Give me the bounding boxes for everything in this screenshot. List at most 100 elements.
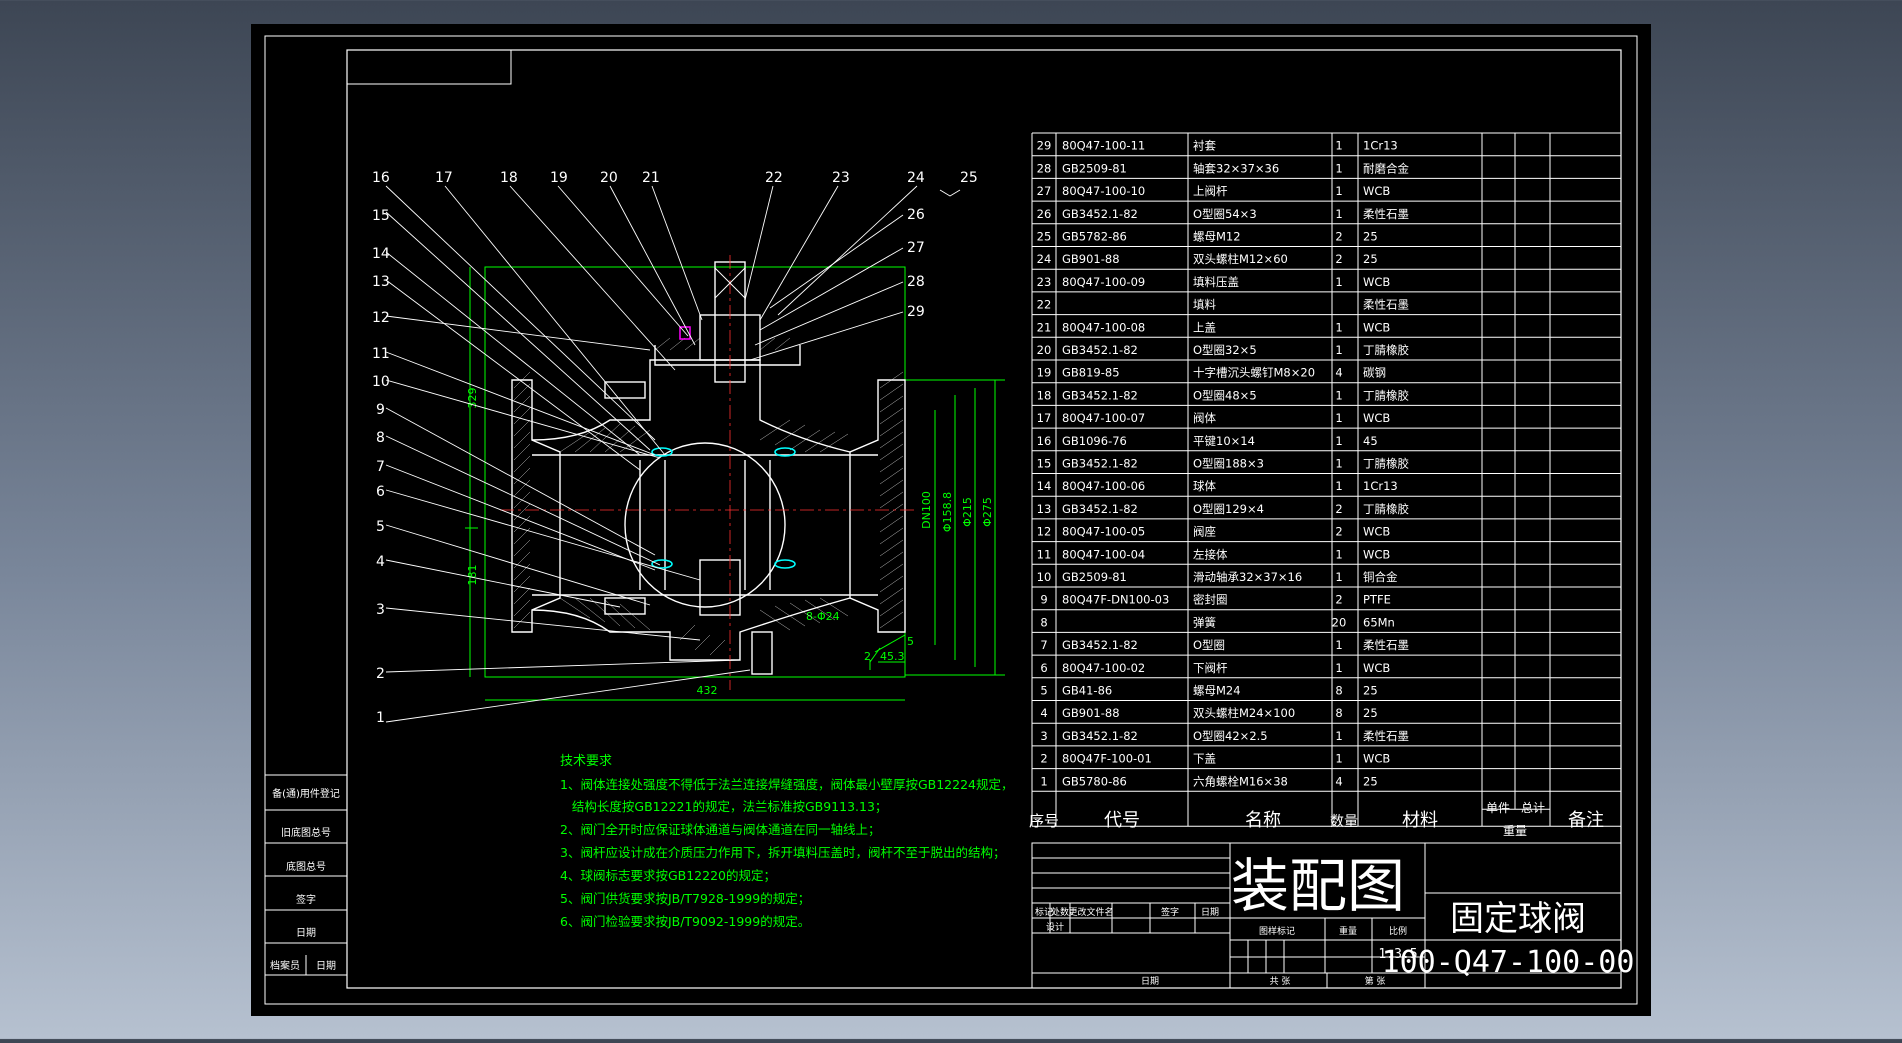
part-qty: 1 [1335,139,1342,153]
part-code: GB1096-76 [1062,434,1127,448]
balloon-1: 1 [376,710,385,726]
dim-bore: DN100 [920,491,933,529]
side-reg-4: 签字 [296,893,316,906]
balloon-19: 19 [550,170,568,186]
part-code: 80Q47-100-06 [1062,479,1145,493]
dim-flange-w: 45.3 [880,650,905,663]
part-name: 滑动轴承32×37×16 [1193,570,1302,584]
header-no: 序号 [1029,812,1059,830]
part-code: GB5782-86 [1062,230,1127,244]
balloon-8: 8 [376,430,385,446]
part-code: 80Q47-100-02 [1062,661,1145,675]
side-register-text: 备(通)用件登记 旧底图总号 底图总号 签字 日期 档案员 日期 [270,787,340,972]
part-qty: 4 [1335,366,1342,380]
part-no: 15 [1037,457,1052,471]
part-material: 丁腈橡胶 [1363,388,1409,402]
balloon-14: 14 [372,246,390,262]
dim-length: 432 [697,684,718,697]
balloon-6: 6 [376,484,385,500]
header-code: 代号 [1104,810,1140,831]
title-block-grid [1031,842,1622,989]
part-material: 碳钢 [1363,366,1386,380]
balloon-4: 4 [376,554,385,570]
top-left-corner-box [346,49,512,85]
part-qty: 2 [1335,593,1342,607]
part-material: WCB [1363,411,1390,425]
tech-req-line: 1、阀体连接处强度不得低于法兰连接焊缝强度，阀体最小壁厚按GB12224规定， [560,777,1013,792]
part-material: WCB [1363,661,1390,675]
title-mark: 标记 [1035,906,1053,918]
section-hatching [513,337,904,656]
part-material: 45 [1363,434,1378,448]
part-name: O型圈32×5 [1193,343,1257,357]
dim-d2: Φ215 [961,497,974,527]
part-code: GB3452.1-82 [1062,638,1138,652]
part-material: 25 [1363,706,1378,720]
part-code: GB901-88 [1062,252,1120,266]
balloon-11: 11 [372,346,390,362]
title-drawing-no: 100-Q47-100-00 [1382,945,1635,980]
part-no: 16 [1037,434,1052,448]
tech-req-title: 技术要求 [560,754,612,769]
balloon-12: 12 [372,310,390,326]
tech-req-line: 2、阀门全开时应保证球体通道与阀体通道在同一轴线上； [560,822,880,837]
centerlines [500,255,915,690]
seal-rings [651,447,796,569]
part-code: GB3452.1-82 [1062,207,1138,221]
part-no: 11 [1037,547,1052,561]
stem-top-cross [714,267,746,299]
part-qty: 1 [1335,411,1342,425]
part-name: 填料 [1193,298,1216,312]
title-drawing-type: 装配图 [1231,852,1405,920]
part-name: 下阀杆 [1193,661,1228,675]
part-material: 丁腈橡胶 [1363,502,1409,516]
dim-flange-t: 2 [864,650,871,663]
part-name: 下盖 [1193,752,1216,766]
balloon-25: 25 [960,170,978,186]
part-material: 65Mn [1363,615,1395,629]
part-qty: 1 [1335,434,1342,448]
part-no: 13 [1037,502,1052,516]
part-material: 柔性石墨 [1363,298,1409,312]
part-material: 铜合金 [1363,570,1398,584]
part-name: 弹簧 [1193,615,1216,629]
balloon-28: 28 [907,274,925,290]
part-name: 上阀杆 [1193,184,1228,198]
part-no: 9 [1040,593,1047,607]
header-unit: 单件 [1486,801,1510,815]
header-qty: 数量 [1330,814,1358,830]
part-material: WCB [1363,275,1390,289]
part-no: 2 [1040,752,1047,766]
balloon-2: 2 [376,666,385,682]
part-material: 耐磨合金 [1363,161,1409,175]
part-code: GB3452.1-82 [1062,729,1138,743]
part-qty: 1 [1335,729,1342,743]
part-name: 阀体 [1193,411,1216,425]
balloon-labels: 16 17 18 19 20 21 22 23 24 25 15 14 13 1… [372,170,978,726]
part-name: 密封圈 [1193,593,1228,607]
part-code: 80Q47-100-10 [1062,184,1145,198]
tech-req-line: 结构长度按GB12221的规定，法兰标准按GB9113.13； [560,799,887,814]
side-reg-5: 日期 [296,927,316,939]
part-no: 1 [1040,774,1047,788]
part-name: 十字槽沉头螺钉M8×20 [1193,366,1315,380]
part-no: 21 [1037,320,1052,334]
parts-header: 序号 代号 名称 数量 材料 单件 总计 重量 备注 [1029,801,1604,838]
title-part-name: 固定球阀 [1450,899,1586,939]
part-no: 10 [1037,570,1052,584]
side-file-date: 日期 [316,960,336,972]
part-material: 25 [1363,774,1378,788]
part-no: 17 [1037,411,1052,425]
